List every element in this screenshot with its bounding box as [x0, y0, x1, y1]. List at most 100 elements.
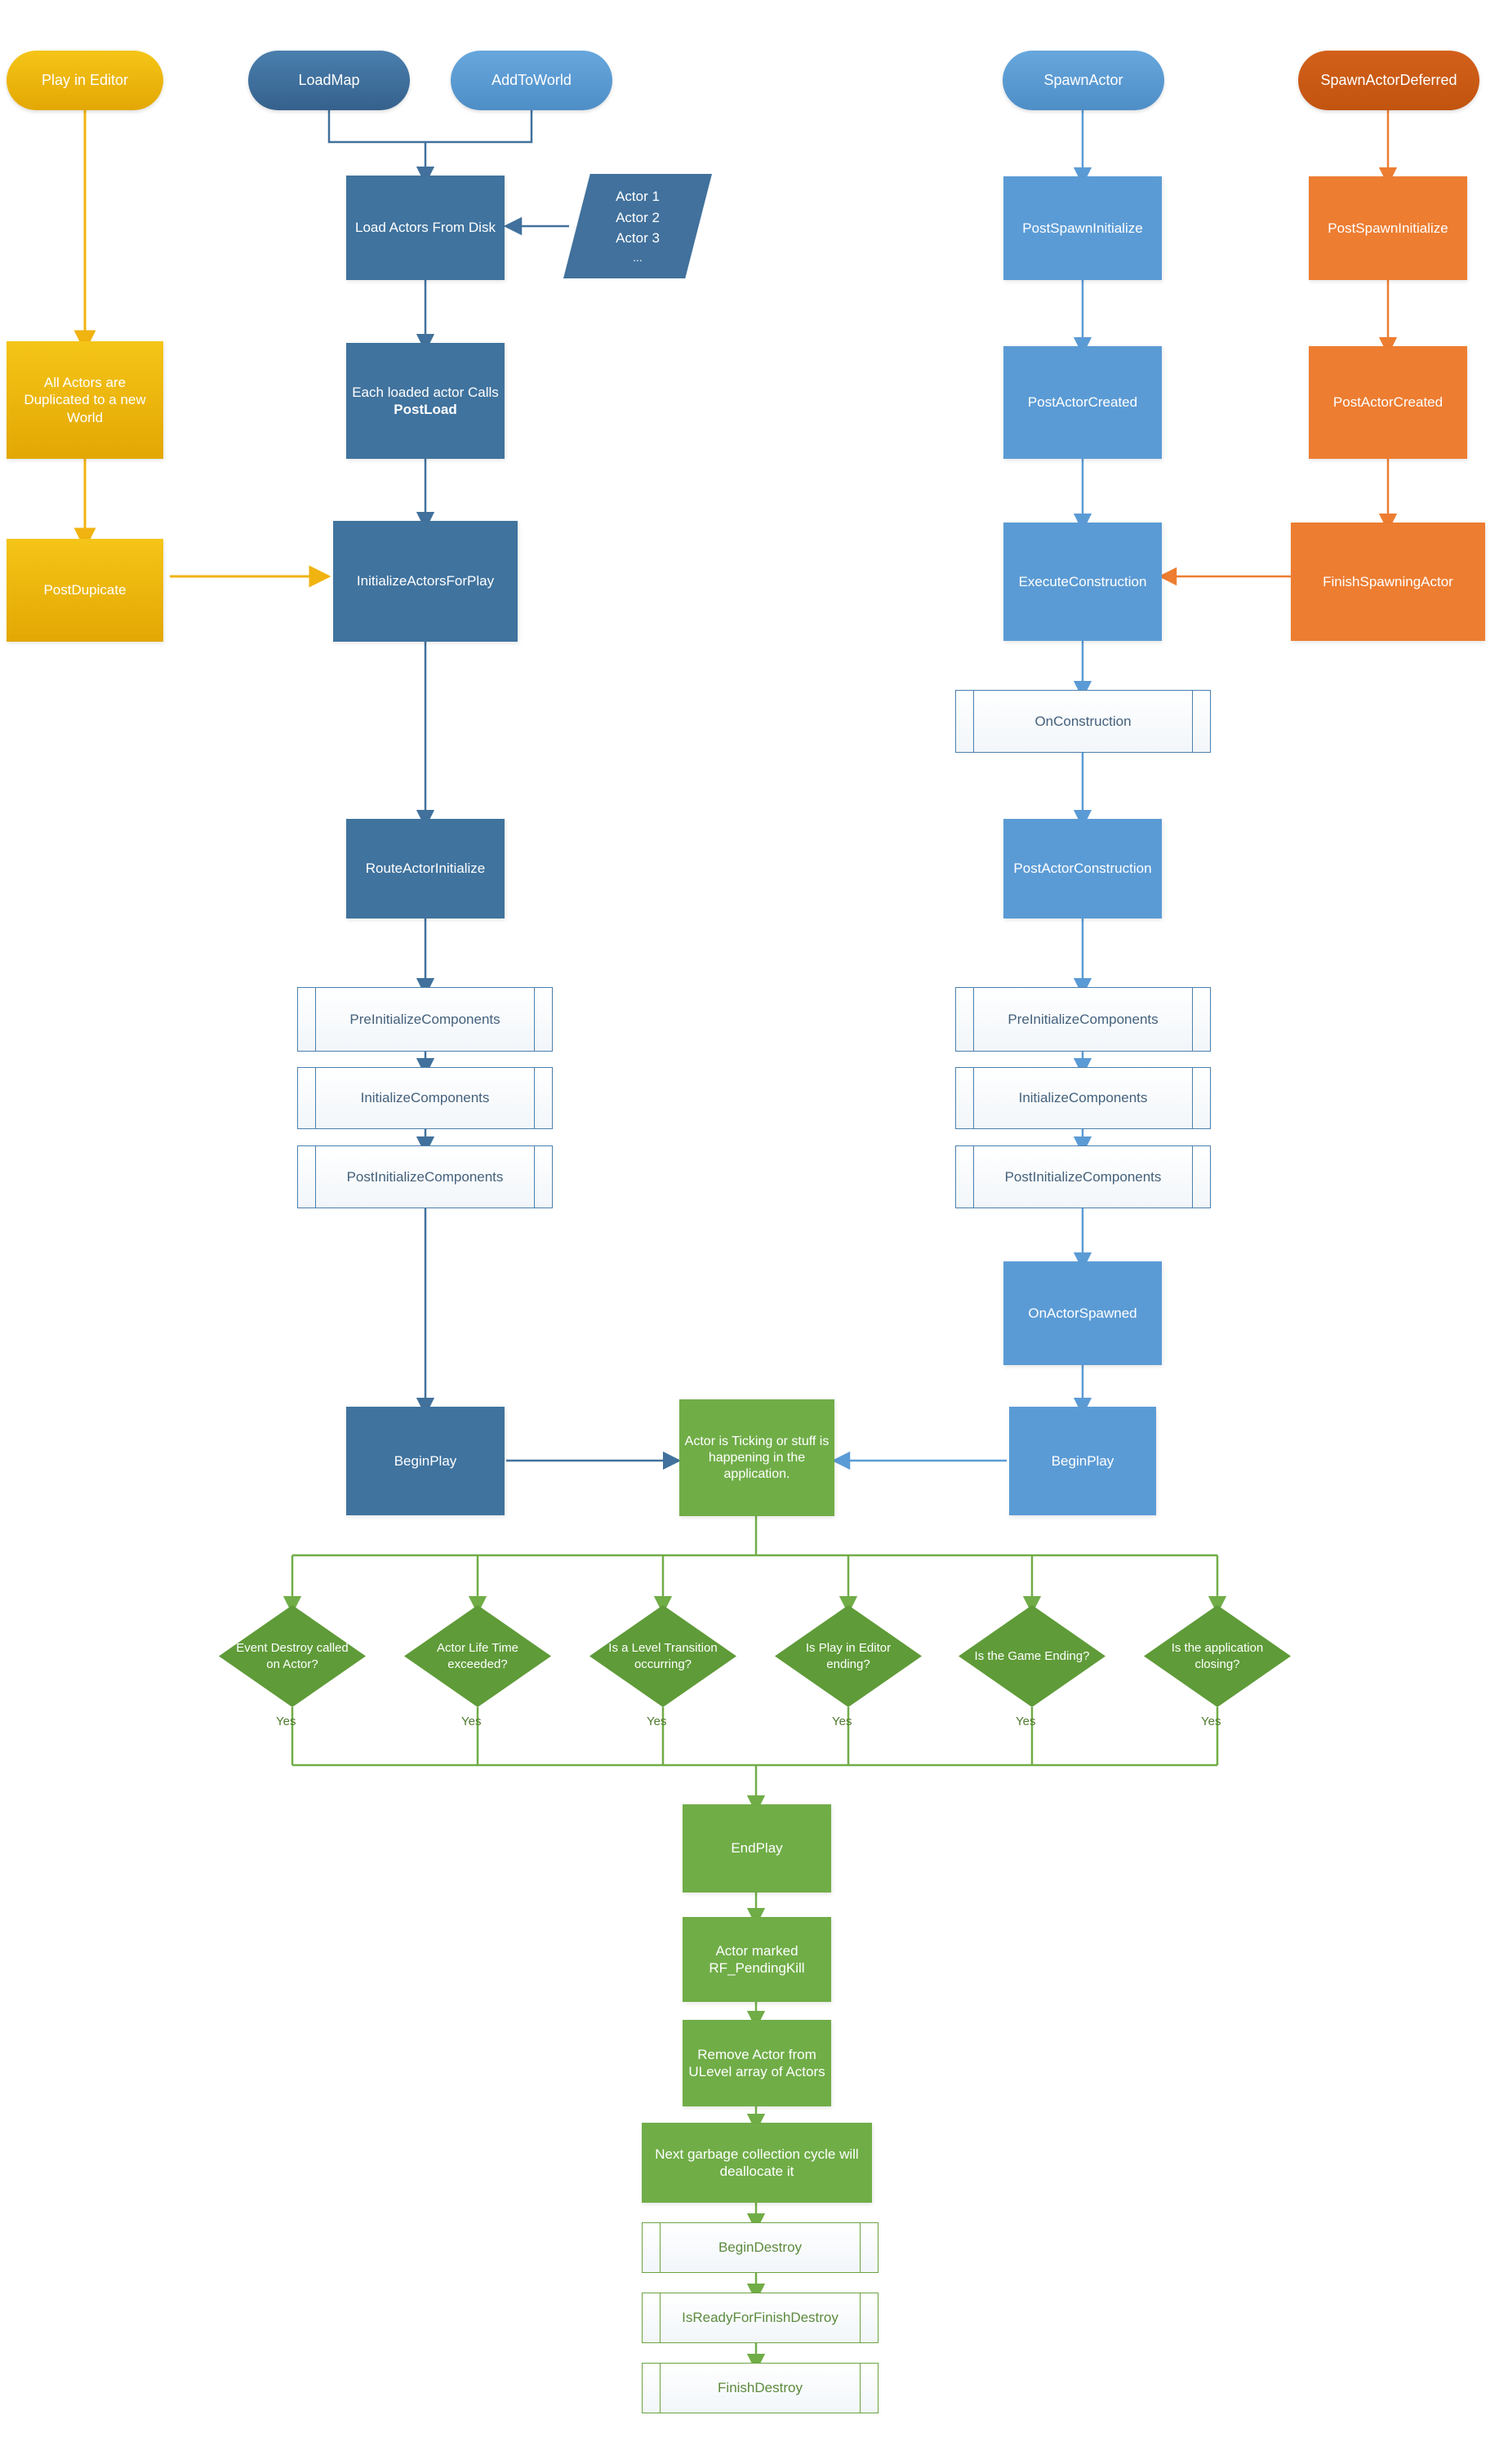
subprocess-bar-left	[973, 691, 974, 752]
node-next-garbage-collection[interactable]: Next garbage collection cycle will deall…	[642, 2123, 872, 2203]
node-actor-marked-pendingkill[interactable]: Actor marked RF_PendingKill	[683, 1917, 831, 2002]
subprocess-bar-right	[860, 2364, 861, 2413]
decision-event-destroy[interactable]: Event Destroy called on Actor?	[219, 1605, 366, 1707]
node-pre-initialize-components-mid-label: PreInitializeComponents	[1008, 1011, 1159, 1027]
node-all-actors-duplicated[interactable]: All Actors are Duplicated to a new World	[7, 341, 163, 459]
node-spawn-actor-deferred[interactable]: SpawnActorDeferred	[1298, 51, 1479, 110]
node-actor-is-ticking[interactable]: Actor is Ticking or stuff is happening i…	[679, 1399, 834, 1516]
node-is-ready-for-finish-destroy-label: IsReadyForFinishDestroy	[682, 2310, 839, 2325]
node-each-loaded-actor-label: Each loaded actor Calls PostLoad	[346, 384, 505, 419]
node-load-actors-from-disk-label: Load Actors From Disk	[355, 220, 496, 236]
subprocess-bar-left	[973, 1068, 974, 1128]
node-spawn-actor[interactable]: SpawnActor	[1003, 51, 1164, 110]
subprocess-bar-left	[315, 988, 316, 1051]
subprocess-bar-right	[1192, 1068, 1193, 1128]
node-add-to-world-label: AddToWorld	[492, 72, 572, 89]
node-play-in-editor[interactable]: Play in Editor	[7, 51, 163, 110]
node-actor-is-ticking-label: Actor is Ticking or stuff is happening i…	[684, 1434, 830, 1481]
node-actor-list: Actor 1 Actor 2 Actor 3 ...	[563, 174, 712, 278]
node-post-actor-construction-label: PostActorConstruction	[1013, 861, 1152, 877]
yes-label-2: Yes	[461, 1715, 482, 1728]
node-each-loaded-actor[interactable]: Each loaded actor Calls PostLoad	[346, 343, 505, 459]
decision-actor-life-time-label: Actor Life Time exceeded?	[436, 1641, 519, 1671]
node-post-initialize-components-left[interactable]: PostInitializeComponents	[297, 1145, 553, 1208]
node-load-map[interactable]: LoadMap	[248, 51, 410, 110]
node-begin-play-left[interactable]: BeginPlay	[346, 1407, 505, 1515]
node-post-initialize-components-mid-label: PostInitializeComponents	[1004, 1168, 1162, 1185]
node-remove-actor-from-ulevel[interactable]: Remove Actor from ULevel array of Actors	[683, 2020, 831, 2106]
node-remove-actor-from-ulevel-label: Remove Actor from ULevel array of Actors	[688, 2046, 825, 2079]
node-on-actor-spawned[interactable]: OnActorSpawned	[1003, 1261, 1162, 1365]
node-post-duplicate[interactable]: PostDupicate	[7, 539, 163, 642]
node-on-construction-label: OnConstruction	[1034, 713, 1132, 729]
node-all-actors-duplicated-label: All Actors are Duplicated to a new World	[24, 375, 146, 425]
node-post-spawn-initialize-mid-label: PostSpawnInitialize	[1022, 220, 1143, 236]
node-load-actors-from-disk[interactable]: Load Actors From Disk	[346, 176, 505, 280]
yes-label-5: Yes	[1016, 1715, 1036, 1728]
decision-actor-life-time[interactable]: Actor Life Time exceeded?	[404, 1605, 551, 1707]
node-is-ready-for-finish-destroy[interactable]: IsReadyForFinishDestroy	[642, 2293, 879, 2343]
node-post-actor-created-mid-label: PostActorCreated	[1027, 394, 1138, 411]
each-loaded-actor-pre: Each loaded actor Calls	[352, 384, 499, 400]
node-post-actor-created-right[interactable]: PostActorCreated	[1309, 346, 1467, 459]
subprocess-bar-left	[660, 2223, 661, 2272]
yes-label-1: Yes	[276, 1715, 296, 1728]
node-initialize-components-left-label: InitializeComponents	[360, 1090, 490, 1105]
subprocess-bar-right	[860, 2293, 861, 2342]
node-on-construction[interactable]: OnConstruction	[955, 690, 1211, 753]
decision-event-destroy-label: Event Destroy called on Actor?	[236, 1641, 349, 1671]
node-next-garbage-collection-label: Next garbage collection cycle will deall…	[655, 2146, 859, 2179]
node-begin-play-mid-label: BeginPlay	[1051, 1452, 1114, 1469]
node-pre-initialize-components-left[interactable]: PreInitializeComponents	[297, 987, 553, 1052]
decision-game-ending[interactable]: Is the Game Ending?	[959, 1605, 1105, 1707]
node-add-to-world[interactable]: AddToWorld	[451, 51, 612, 110]
decision-application-closing[interactable]: Is the application closing?	[1144, 1605, 1291, 1707]
subprocess-bar-left	[660, 2364, 661, 2413]
yes-label-6: Yes	[1201, 1715, 1221, 1728]
node-finish-spawning-actor[interactable]: FinishSpawningActor	[1291, 523, 1485, 641]
node-route-actor-initialize[interactable]: RouteActorInitialize	[346, 819, 505, 918]
node-initialize-actors-for-play-label: InitializeActorsForPlay	[356, 573, 495, 589]
subprocess-bar-right	[1192, 1146, 1193, 1208]
node-post-spawn-initialize-right[interactable]: PostSpawnInitialize	[1309, 176, 1467, 280]
node-post-spawn-initialize-mid[interactable]: PostSpawnInitialize	[1003, 176, 1162, 280]
node-initialize-components-mid-label: InitializeComponents	[1018, 1090, 1148, 1105]
subprocess-bar-left	[315, 1146, 316, 1208]
node-spawn-actor-label: SpawnActor	[1043, 72, 1123, 89]
decision-level-transition[interactable]: Is a Level Transition occurring?	[589, 1605, 736, 1707]
node-end-play-label: EndPlay	[731, 1840, 783, 1857]
node-initialize-components-mid[interactable]: InitializeComponents	[955, 1067, 1211, 1129]
subprocess-bar-left	[660, 2293, 661, 2342]
decision-level-transition-label: Is a Level Transition occurring?	[608, 1641, 718, 1671]
subprocess-bar-right	[860, 2223, 861, 2272]
node-post-initialize-components-mid[interactable]: PostInitializeComponents	[955, 1145, 1211, 1208]
node-initialize-actors-for-play[interactable]: InitializeActorsForPlay	[333, 521, 518, 642]
node-finish-destroy[interactable]: FinishDestroy	[642, 2363, 879, 2413]
node-end-play[interactable]: EndPlay	[683, 1804, 831, 1892]
each-loaded-actor-bold: PostLoad	[394, 402, 457, 417]
subprocess-bar-right	[1192, 691, 1193, 752]
subprocess-bar-right	[534, 988, 535, 1051]
node-begin-play-mid[interactable]: BeginPlay	[1009, 1407, 1156, 1515]
decision-play-in-editor-ending[interactable]: Is Play in Editor ending?	[775, 1605, 922, 1707]
subprocess-bar-left	[973, 988, 974, 1051]
node-post-actor-construction[interactable]: PostActorConstruction	[1003, 819, 1162, 918]
actor-list-item-3: Actor 3	[616, 230, 660, 247]
node-execute-construction[interactable]: ExecuteConstruction	[1003, 523, 1162, 641]
subprocess-bar-right	[534, 1068, 535, 1128]
node-on-actor-spawned-label: OnActorSpawned	[1028, 1305, 1137, 1321]
node-post-actor-created-mid[interactable]: PostActorCreated	[1003, 346, 1162, 459]
yes-label-3: Yes	[647, 1715, 667, 1728]
node-begin-destroy[interactable]: BeginDestroy	[642, 2222, 879, 2273]
node-initialize-components-left[interactable]: InitializeComponents	[297, 1067, 553, 1129]
node-play-in-editor-label: Play in Editor	[41, 72, 129, 89]
node-pre-initialize-components-mid[interactable]: PreInitializeComponents	[955, 987, 1211, 1052]
node-begin-play-left-label: BeginPlay	[394, 1452, 457, 1469]
node-finish-spawning-actor-label: FinishSpawningActor	[1323, 573, 1453, 589]
node-spawn-actor-deferred-label: SpawnActorDeferred	[1320, 72, 1457, 89]
node-route-actor-initialize-label: RouteActorInitialize	[365, 861, 486, 877]
decision-game-ending-label: Is the Game Ending?	[974, 1648, 1090, 1663]
node-post-actor-created-right-label: PostActorCreated	[1332, 394, 1443, 411]
subprocess-bar-left	[973, 1146, 974, 1208]
node-pre-initialize-components-left-label: PreInitializeComponents	[349, 1011, 500, 1027]
